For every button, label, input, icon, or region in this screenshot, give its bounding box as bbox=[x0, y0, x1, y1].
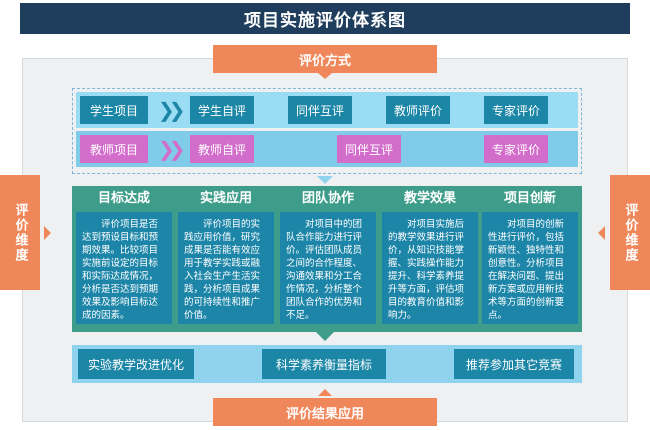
teacher-row: 教师项目 ❯❯ 教师自评 同伴互评 专家评价 bbox=[76, 131, 578, 167]
step-student-self: 学生自评 bbox=[190, 96, 254, 124]
result-item: 科学素养衡量指标 bbox=[262, 349, 386, 379]
step-teacher-self: 教师自评 bbox=[190, 135, 254, 163]
page-title: 项目实施评价体系图 bbox=[20, 3, 630, 34]
dimension-text: 评价项目的实践应用价值，研究成果是否能有效应用于教学实践或融入社会生产生活实践，… bbox=[178, 212, 274, 324]
chevron-right-icon: ❯❯ bbox=[158, 98, 185, 122]
arrow-left-icon bbox=[598, 226, 605, 240]
teacher-project-label: 教师项目 bbox=[80, 135, 148, 163]
step-teacher: 教师评价 bbox=[386, 96, 450, 124]
dimensions-panel: 目标达成评价项目是否达到预设目标和预期效果。比较项目实施前设定的目标和实际达成情… bbox=[72, 186, 582, 332]
tab-result-application: 评价结果应用 bbox=[213, 398, 437, 426]
method-group bbox=[72, 88, 582, 174]
dimension-card: 教学效果对项目实施后的教学效果进行评价，从知识技能掌握、实践操作能力提升、科学素… bbox=[382, 186, 478, 324]
tab-dimensions-left: 评价维度 bbox=[0, 175, 40, 290]
result-item: 推荐参加其它竞赛 bbox=[454, 349, 574, 379]
tab-dimensions-right: 评价维度 bbox=[610, 175, 650, 290]
arrow-down-icon bbox=[317, 176, 333, 184]
dimension-card: 项目创新对项目的创新性进行评价，包括新颖性、独特性和创意性。分析项目在解决问题、… bbox=[482, 186, 578, 324]
dimension-title: 教学效果 bbox=[403, 191, 456, 206]
result-item: 实验教学改进优化 bbox=[78, 349, 194, 379]
student-project-label: 学生项目 bbox=[80, 96, 148, 124]
dimension-title: 项目创新 bbox=[503, 191, 556, 206]
dimension-title: 目标达成 bbox=[97, 191, 150, 206]
dimension-card: 目标达成评价项目是否达到预设目标和预期效果。比较项目实施前设定的目标和实际达成情… bbox=[76, 186, 172, 324]
student-row: 学生项目 ❯❯ 学生自评 同伴互评 教师评价 专家评价 bbox=[76, 92, 578, 128]
arrow-up-icon bbox=[318, 389, 332, 396]
results-bar: 实验教学改进优化 科学素养衡量指标 推荐参加其它竞赛 bbox=[72, 345, 582, 383]
step-expert: 专家评价 bbox=[484, 96, 548, 124]
dimension-text: 评价项目是否达到预设目标和预期效果。比较项目实施前设定的目标和实际达成情况，分析… bbox=[76, 212, 172, 324]
dimension-text: 对项目实施后的教学效果进行评价，从知识技能掌握、实践操作能力提升、科学素养提升等… bbox=[382, 212, 478, 324]
arrow-down-icon bbox=[316, 332, 334, 341]
dimension-text: 对项目中的团队合作能力进行评价。评估团队成员之间的合作程度、沟通效果和分工合作情… bbox=[280, 212, 376, 324]
dimension-card: 实践应用评价项目的实践应用价值，研究成果是否能有效应用于教学实践或融入社会生产生… bbox=[178, 186, 274, 324]
step-peer: 同伴互评 bbox=[337, 135, 401, 163]
dimension-card: 团队协作对项目中的团队合作能力进行评价。评估团队成员之间的合作程度、沟通效果和分… bbox=[280, 186, 376, 324]
dimension-text: 对项目的创新性进行评价，包括新颖性、独特性和创意性。分析项目在解决问题、提出新方… bbox=[482, 212, 578, 324]
arrow-down-icon bbox=[318, 73, 332, 79]
arrow-right-icon bbox=[44, 226, 51, 240]
dimension-title: 实践应用 bbox=[199, 191, 252, 206]
chevron-right-icon: ❯❯ bbox=[158, 137, 185, 161]
step-peer: 同伴互评 bbox=[288, 96, 352, 124]
dimension-title: 团队协作 bbox=[301, 191, 354, 206]
step-expert: 专家评价 bbox=[484, 135, 548, 163]
tab-evaluation-method: 评价方式 bbox=[213, 45, 437, 73]
